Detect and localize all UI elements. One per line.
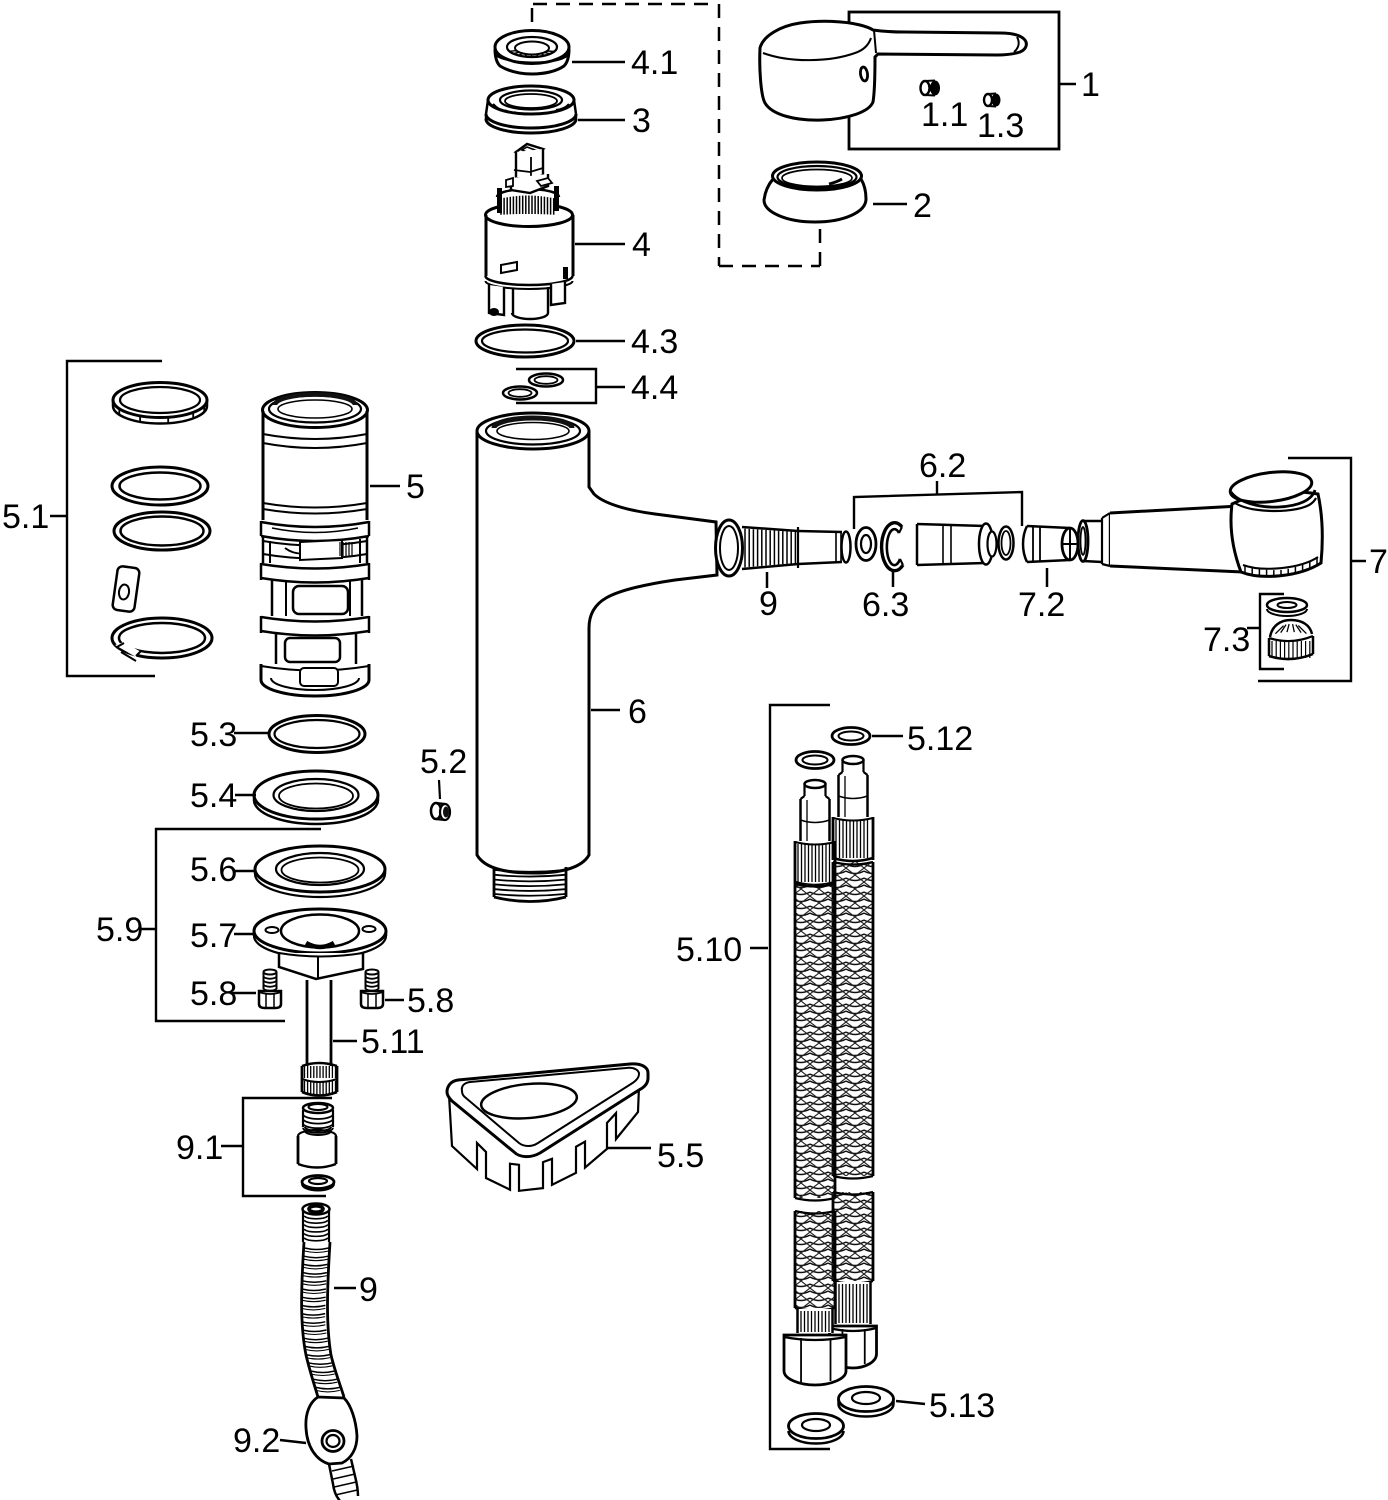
- svg-text:5.4: 5.4: [190, 777, 237, 815]
- svg-text:2: 2: [913, 187, 932, 225]
- svg-text:9: 9: [759, 585, 778, 623]
- svg-text:5.12: 5.12: [907, 720, 973, 758]
- svg-text:7: 7: [1369, 543, 1388, 581]
- svg-text:5.6: 5.6: [190, 851, 237, 889]
- svg-text:4: 4: [632, 226, 651, 264]
- svg-text:5.10: 5.10: [676, 931, 742, 969]
- svg-text:4.4: 4.4: [631, 369, 678, 407]
- svg-text:5.5: 5.5: [657, 1137, 704, 1175]
- svg-text:4.1: 4.1: [631, 44, 678, 82]
- svg-text:5.9: 5.9: [96, 911, 143, 949]
- svg-text:5.8: 5.8: [407, 982, 454, 1020]
- svg-text:6.3: 6.3: [862, 586, 909, 624]
- svg-text:7.3: 7.3: [1203, 621, 1250, 659]
- svg-text:3: 3: [632, 102, 651, 140]
- svg-text:1.1: 1.1: [921, 96, 968, 134]
- svg-text:5.7: 5.7: [190, 917, 237, 955]
- svg-text:9.2: 9.2: [233, 1422, 280, 1460]
- svg-text:5: 5: [406, 468, 425, 506]
- svg-text:5.13: 5.13: [929, 1387, 995, 1425]
- svg-text:9: 9: [359, 1271, 378, 1309]
- svg-text:5.8: 5.8: [190, 975, 237, 1013]
- svg-text:1: 1: [1081, 66, 1100, 104]
- svg-text:6.2: 6.2: [919, 447, 966, 485]
- svg-text:9.1: 9.1: [176, 1129, 223, 1167]
- svg-text:5.3: 5.3: [190, 716, 237, 754]
- svg-text:4.3: 4.3: [631, 323, 678, 361]
- svg-text:6: 6: [628, 693, 647, 731]
- svg-text:5.1: 5.1: [2, 498, 49, 536]
- svg-text:5.2: 5.2: [420, 743, 467, 781]
- svg-text:7.2: 7.2: [1018, 586, 1065, 624]
- svg-text:1.3: 1.3: [977, 107, 1024, 145]
- svg-text:5.11: 5.11: [361, 1023, 425, 1061]
